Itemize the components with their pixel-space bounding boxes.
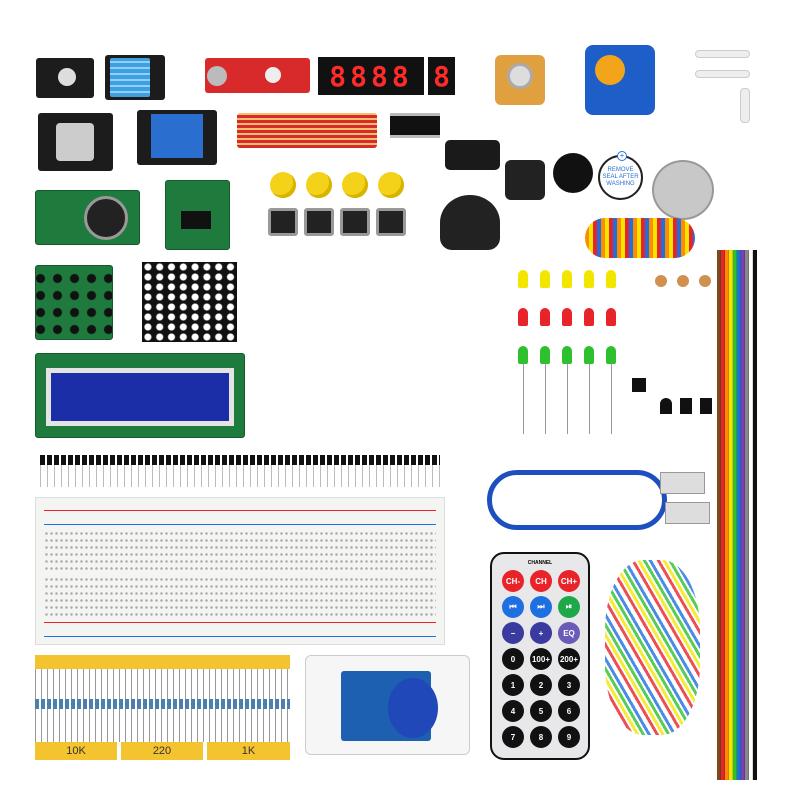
led xyxy=(606,308,616,326)
sound-sensor-module xyxy=(205,58,310,93)
led-leg xyxy=(523,364,524,434)
remote-button: 4 xyxy=(502,700,524,722)
remote-button: ⏯ xyxy=(558,596,580,618)
led xyxy=(562,270,572,288)
lcd-1602 xyxy=(35,353,245,438)
rtc-module xyxy=(35,190,140,245)
yellow-button-caps xyxy=(270,172,410,202)
remote-button: 6 xyxy=(558,700,580,722)
ribbon-wire xyxy=(737,250,741,780)
joystick-module xyxy=(38,113,113,171)
dht11-sensor xyxy=(105,55,165,100)
remote-button: CH xyxy=(530,570,552,592)
remote-button: 8 xyxy=(530,726,552,748)
resistor-label-10k: 10K xyxy=(35,742,117,760)
remote-channel-label: CHANNEL xyxy=(527,560,553,566)
ribbon-wire xyxy=(745,250,749,780)
remote-button: ⏮ xyxy=(502,596,524,618)
led xyxy=(562,346,572,364)
battery-clip xyxy=(445,140,500,170)
remote-button: ⏭ xyxy=(530,596,552,618)
ic-chip xyxy=(390,113,440,138)
remote-button: CH- xyxy=(502,570,524,592)
led xyxy=(518,270,528,288)
remote-button: + xyxy=(530,622,552,644)
led xyxy=(540,346,550,364)
jumper-wires-bundle xyxy=(605,560,700,735)
transistors xyxy=(660,398,715,418)
stepper-driver-board xyxy=(165,180,230,250)
ir-receiver xyxy=(632,378,646,392)
led xyxy=(518,308,528,326)
led-leg xyxy=(567,364,568,434)
breadboard xyxy=(35,497,445,645)
led-group xyxy=(518,270,628,440)
usb-b-plug xyxy=(660,472,705,494)
relay-module xyxy=(137,110,217,165)
seven-segment-digit: 8 xyxy=(428,57,455,95)
remote-button: 5 xyxy=(530,700,552,722)
plus-icon: + xyxy=(617,151,627,161)
led xyxy=(584,308,594,326)
led xyxy=(540,270,550,288)
remote-button: CH+ xyxy=(558,570,580,592)
pin-header xyxy=(40,455,440,465)
remote-button: 7 xyxy=(502,726,524,748)
led-matrix xyxy=(142,262,237,342)
jumper-ribbon-cable xyxy=(717,250,757,780)
remote-button: 1 xyxy=(502,674,524,696)
ribbon-wire xyxy=(733,250,737,780)
pin-header-pins xyxy=(40,465,440,487)
led xyxy=(606,270,616,288)
ribbon-wire xyxy=(729,250,733,780)
ribbon-wire xyxy=(749,250,753,780)
water-level-sensor xyxy=(237,113,377,148)
usb-a-plug xyxy=(665,502,710,524)
keypad-4x4 xyxy=(35,265,113,340)
remote-button: 2 xyxy=(530,674,552,696)
usb-cable xyxy=(487,470,667,530)
stepper-wires xyxy=(585,218,695,258)
led xyxy=(584,346,594,364)
remote-button: − xyxy=(502,622,524,644)
remote-button: 0 xyxy=(502,648,524,670)
seal-label: + REMOVE SEAL AFTER WASHING xyxy=(598,151,643,200)
servo-horns xyxy=(690,48,755,123)
resistor-label-220: 220 xyxy=(121,742,203,760)
joystick-cap xyxy=(440,195,500,250)
rfid-card-reader xyxy=(305,655,470,755)
ky-module xyxy=(36,58,94,98)
led xyxy=(584,270,594,288)
led-leg xyxy=(611,364,612,434)
resistor-strips: 10K 220 1K xyxy=(35,655,290,760)
servo-motor xyxy=(585,45,655,115)
ribbon-wire xyxy=(753,250,757,780)
led xyxy=(562,308,572,326)
led xyxy=(518,346,528,364)
ribbon-wire xyxy=(725,250,729,780)
stepper-motor xyxy=(652,160,714,220)
ribbon-wire xyxy=(717,250,721,780)
photoresistors xyxy=(655,275,715,370)
led xyxy=(540,308,550,326)
led-leg xyxy=(545,364,546,434)
remote-button: 9 xyxy=(558,726,580,748)
led xyxy=(606,346,616,364)
dc-jack-cable xyxy=(505,160,545,200)
tactile-switches xyxy=(268,208,413,238)
remote-button: 3 xyxy=(558,674,580,696)
ribbon-wire xyxy=(741,250,745,780)
seven-segment-display: 8888 xyxy=(318,57,424,95)
rfid-keyfob xyxy=(388,678,438,738)
led-leg xyxy=(589,364,590,434)
remote-button: EQ xyxy=(558,622,580,644)
seal-label-text: REMOVE SEAL AFTER WASHING xyxy=(602,167,639,187)
buzzer xyxy=(553,153,593,193)
remote-button: 100+ xyxy=(530,648,552,670)
potentiometer xyxy=(495,55,545,105)
resistor-label-1k: 1K xyxy=(207,742,290,760)
ribbon-wire xyxy=(721,250,725,780)
remote-button: 200+ xyxy=(558,648,580,670)
